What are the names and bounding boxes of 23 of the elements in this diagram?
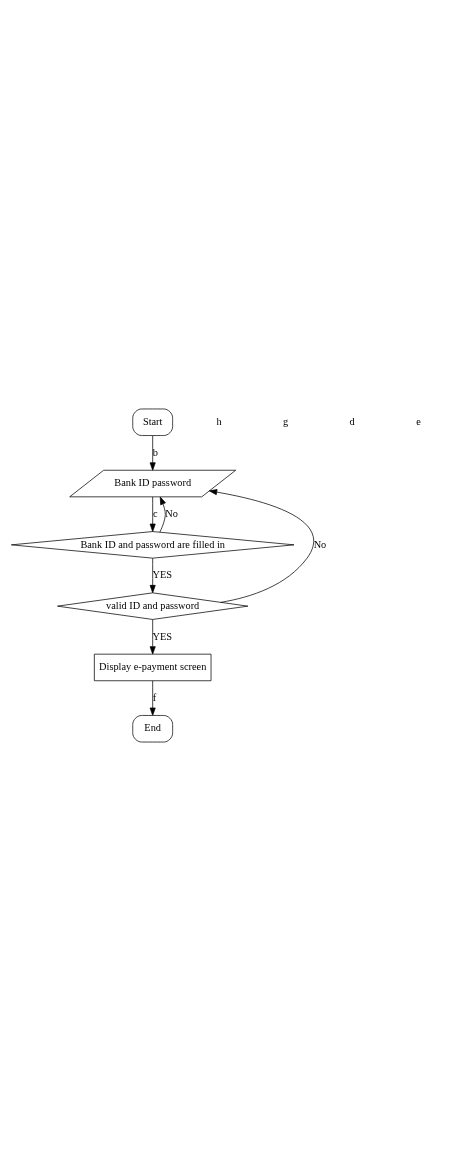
edge-label: YES [152,568,173,580]
label: d [349,415,355,427]
edge-label: f [152,691,157,703]
node-diamond: Bank ID and password are filled in [11,530,295,558]
arrow [209,488,315,603]
arrow [149,680,156,716]
node-box: Start [132,408,173,436]
node-box: End [132,714,173,742]
edge-label: No [165,507,178,519]
node-box: Display e-payment screen [93,653,212,681]
arrow [149,618,156,654]
arrow [149,496,156,532]
arrow [149,557,156,593]
edge-label: No [313,538,327,550]
edge-label: b [152,446,158,458]
edge-label: YES [152,630,173,642]
label: h [216,415,222,427]
arrow [149,434,156,470]
label: e [416,415,421,427]
arrow [159,496,166,532]
edge-label: c [152,507,158,519]
node-diamond: valid ID and password [57,592,249,620]
label: g [283,415,289,427]
